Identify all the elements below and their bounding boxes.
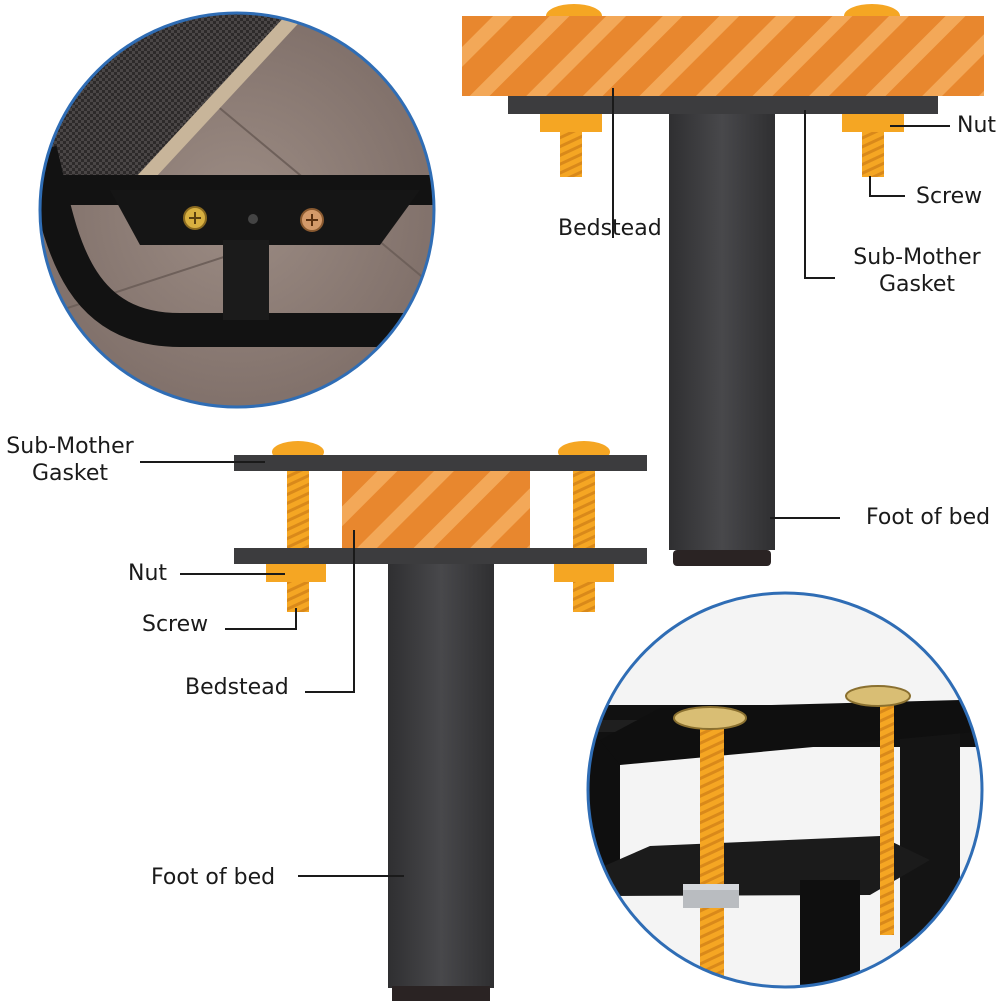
top-foot-label: Foot of bed: [866, 505, 991, 530]
top-gasket-label-line1: Sub-Mother: [853, 245, 981, 270]
top-foot-of-bed: [669, 114, 775, 550]
top-bedstead-wood: [462, 16, 984, 96]
bottom-gasket-label-line2: Gasket: [31, 461, 109, 486]
top-gasket-label-line2: Gasket: [878, 272, 956, 297]
bottom-bedstead-wood: [342, 471, 530, 548]
bed-corner-bracket-photo: [38, 11, 436, 409]
top-gasket-plate: [508, 96, 938, 114]
top-leader-lines: [612, 88, 950, 519]
bottom-gasket-label-line1: Sub-Mother: [6, 434, 134, 459]
bottom-assembly-diagram: [234, 441, 647, 1001]
bottom-lower-gasket-plate: [234, 548, 647, 564]
bottom-gasket-label: Sub-Mother Gasket: [0, 433, 140, 487]
bottom-foot-of-bed: [388, 564, 494, 988]
bottom-screw-label: Screw: [142, 612, 209, 637]
bottom-bedstead-label: Bedstead: [185, 675, 289, 700]
top-assembly-diagram: [462, 4, 984, 566]
bottom-foot-label: Foot of bed: [151, 865, 276, 890]
top-screw-label: Screw: [916, 184, 983, 209]
bracket-screws-closeup-photo: [586, 591, 984, 989]
bottom-upper-gasket-plate: [234, 455, 647, 471]
bottom-leader-lines: [140, 461, 404, 877]
top-nut-label: Nut: [957, 113, 997, 138]
bottom-nut-label: Nut: [128, 561, 168, 586]
top-gasket-label: Sub-Mother Gasket: [842, 244, 992, 298]
top-bedstead-label: Bedstead: [558, 216, 662, 241]
